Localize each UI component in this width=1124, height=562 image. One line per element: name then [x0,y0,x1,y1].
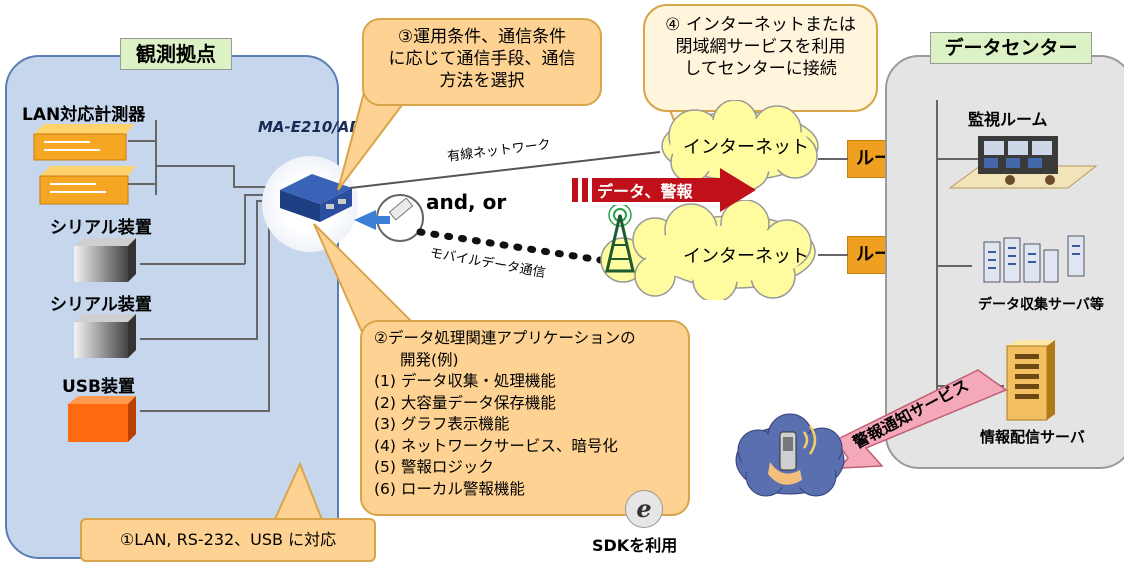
network-links [349,151,660,264]
data-servers-label: データ収集サーバ等 [978,297,1104,313]
sdk-logo-icon: e [625,490,663,528]
bubble2-line-3: (1) データ収集・処理機能 [374,372,556,390]
bubble2-line-6: (4) ネットワークサービス、暗号化 [374,436,618,455]
lan-device-icon-2 [39,166,136,205]
info-server-icon [1006,340,1055,421]
info-server-label: 情報配信サーバ [980,428,1085,446]
datacenter-backbone [936,100,938,400]
internet-cloud-2 [600,200,816,300]
bubble-interface-support: ①LAN, RS-232、USB に対応 [80,518,376,562]
internet-label-2: インターネット [683,246,809,267]
bubble4-line-1: ④ インターネットまたは [665,15,856,35]
lan-device-label: LAN対応計測器 [22,105,146,125]
usb-dongle-icon [354,198,414,230]
bubble2-line-5: (3) グラフ表示機能 [374,415,510,433]
bubble3-line-3: 方法を選択 [439,71,525,91]
serial-device-label-1: シリアル装置 [50,218,152,238]
bubble2-line-8: (6) ローカル警報機能 [374,479,525,498]
internet-label-1: インターネット [683,137,809,158]
bubble4-line-2: 閉域網サービスを利用 [675,37,846,57]
serial-device-icon-1 [74,238,136,282]
observation-title: 観測拠点 [120,38,232,70]
datacenter-title: データセンター [930,32,1092,64]
usb-device-label: USB装置 [62,377,136,397]
data-alert-arrow [572,168,756,212]
bubble3-line-1: ③運用条件、通信条件 [397,27,567,47]
sdk-label: SDKを利用 [592,536,678,555]
lan-bus-line [155,120,157,195]
lan-device-icon-1 [33,124,134,161]
serial-link-1 [140,263,245,265]
lan-link-2 [128,183,156,185]
bubble-comm-selection: ③運用条件、通信条件 に応じて通信手段、通信 方法を選択 [362,18,602,106]
bubble2-line-2: 開発(例) [400,350,459,369]
device-label: MA-E210/AD [258,118,362,136]
bubble4-line-3: してセンターに接続 [684,59,837,79]
bubble-app-development: ②データ処理関連アプリケーションの 開発(例) (1) データ収集・処理機能 (… [360,320,690,516]
lan-device-icons [33,124,136,205]
mobile-cloud [735,413,845,497]
and-or-label: and, or [426,190,507,214]
serial-device-label-2: シリアル装置 [50,295,152,315]
bubble2-line-1: ②データ処理関連アプリケーションの [374,329,636,347]
usb-link [140,410,270,412]
gateway-device-icon [280,174,352,222]
bubble3-line-2: に応じて通信手段、通信 [388,49,576,69]
data-alert-label: データ、警報 [597,182,693,201]
usb-device-icon [68,396,136,442]
serial-device-icon-2 [74,314,136,358]
data-servers-icon [983,235,1085,283]
monitor-room-label: 監視ルーム [968,110,1048,129]
bubble-center-connection: ④ インターネットまたは 閉域網サービスを利用 してセンターに接続 [643,4,878,112]
antenna-tower-icon [605,205,635,273]
serial-link-2 [140,338,258,340]
internet-cloud-1 [661,100,819,190]
lan-link-1 [128,140,156,142]
monitor-room-icon [948,136,1098,189]
lan-trunk [155,165,235,167]
bubble2-line-7: (5) 警報ロジック [374,458,494,476]
mobile-phone-icon [768,431,802,485]
bubble2-line-4: (2) 大容量データ保存機能 [374,393,556,412]
